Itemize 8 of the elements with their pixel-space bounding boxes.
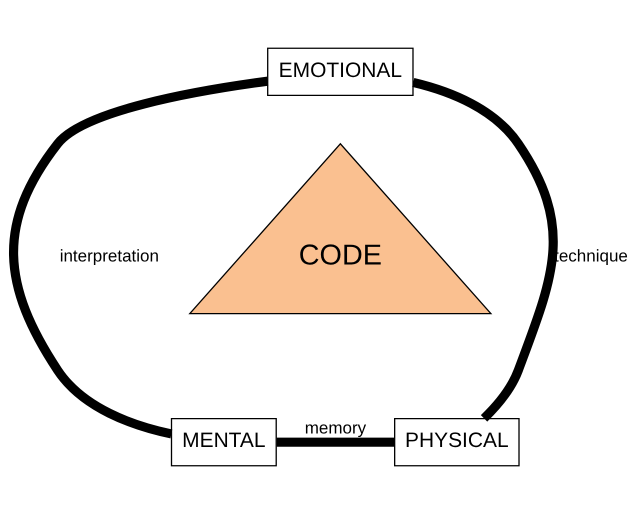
node-box: EMOTIONAL	[267, 47, 414, 96]
node-box: PHYSICAL	[394, 418, 520, 466]
edge-label: interpretation	[60, 246, 159, 265]
node-box: MENTAL	[170, 418, 277, 466]
connector	[412, 78, 558, 422]
edge-label: memory	[304, 418, 366, 438]
connector	[9, 76, 268, 438]
connector	[276, 437, 394, 446]
